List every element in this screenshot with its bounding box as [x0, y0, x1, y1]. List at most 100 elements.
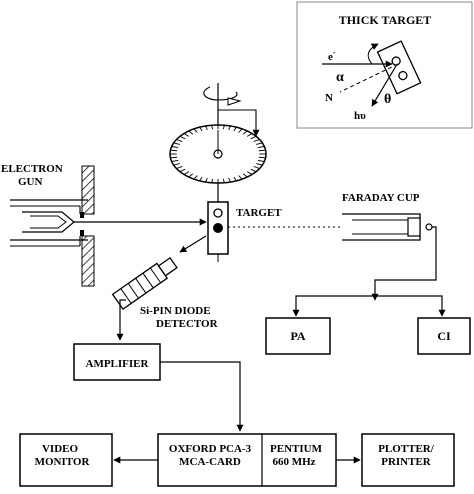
dial-tick — [233, 176, 237, 182]
dial-tick — [183, 133, 190, 137]
video-label-2: MONITOR — [35, 456, 91, 468]
dial-tick — [188, 173, 194, 178]
inset-alpha-label: α — [336, 70, 344, 85]
dial-tick — [222, 178, 225, 183]
dial-tick — [173, 163, 180, 166]
pentium-label-1: PENTIUM — [270, 443, 323, 455]
inset-photon-label: hυ — [354, 110, 366, 122]
dial-tick — [222, 125, 225, 130]
inset-alpha-arc — [367, 43, 379, 65]
pentium-label-2: 660 MHz — [272, 456, 315, 468]
detector-label-1: Si-PIN DIODE — [140, 305, 211, 317]
ci-label: CI — [437, 329, 451, 343]
dial-tick — [211, 125, 214, 130]
mca-label-2: MCA-CARD — [179, 456, 241, 468]
plotter-label-1: PLOTTER/ — [378, 443, 435, 455]
dial-tick — [176, 166, 183, 169]
dial-tick — [205, 125, 208, 131]
detector-fin — [127, 283, 139, 299]
dial-tick — [257, 146, 265, 148]
electron-gun-label-2: GUN — [18, 176, 43, 188]
detector-fin — [142, 272, 154, 289]
dial-tick — [256, 142, 263, 145]
inset-title: THICK TARGET — [339, 13, 432, 27]
gun-wall-top — [81, 165, 95, 215]
detector-label-2: DETECTOR — [156, 318, 219, 330]
gun-cathode-inner — [30, 215, 67, 229]
dial-tick — [257, 160, 265, 162]
dial-tick — [228, 177, 231, 183]
inset-theta-label: θ — [384, 92, 391, 107]
amplifier-box — [73, 343, 161, 381]
dial-tick — [183, 171, 190, 175]
xray-path — [179, 235, 207, 253]
video-monitor-box — [19, 433, 113, 487]
dial-tick — [258, 149, 266, 152]
electron-gun-label-1: ELECTRON — [1, 163, 63, 175]
video-label-1: VIDEO — [42, 443, 79, 455]
inset-normal-line — [339, 63, 399, 93]
dial-tick — [171, 146, 179, 148]
faraday-to-split — [371, 226, 437, 301]
dial-tick — [211, 178, 214, 183]
rotation-arrow — [203, 86, 238, 101]
mca-label-1: OXFORD PCA-3 — [169, 443, 252, 455]
target-hole-top — [213, 208, 223, 218]
detector-body — [111, 256, 178, 311]
dial-ticks — [170, 125, 266, 183]
dial-tick — [242, 130, 248, 135]
inset-normal-label: N — [325, 92, 333, 104]
dial-tick — [179, 168, 186, 173]
plotter-label-2: PRINTER — [381, 456, 432, 468]
gun-wall-bottom — [81, 235, 95, 287]
computer-box — [157, 433, 337, 487]
dial-tick — [171, 160, 179, 162]
dial-tick — [258, 156, 266, 159]
si-pin-detector: Si-PIN DIODE DETECTOR — [111, 235, 219, 341]
dial-tick — [253, 166, 260, 169]
dial-tick — [176, 139, 183, 142]
faraday-cup: FARADAY CUP — [228, 192, 446, 317]
goniometer — [169, 83, 267, 203]
dial-tick — [242, 173, 248, 178]
split-to-ci — [375, 295, 446, 317]
plotter-printer-box — [361, 433, 455, 487]
detector-fin — [120, 288, 132, 304]
detector-fin — [135, 278, 147, 294]
faraday-cup-end — [407, 217, 421, 237]
faraday-cup-connector — [425, 223, 433, 231]
dial-tick — [170, 149, 178, 152]
electron-gun: ELECTRON GUN — [1, 163, 207, 287]
dial-tick — [228, 125, 231, 131]
inset-electron-label: e- — [328, 48, 336, 63]
dial-tick — [246, 133, 253, 137]
thick-target-inset: THICK TARGET e- N α θ hυ — [296, 1, 473, 129]
detector-to-amplifier — [116, 299, 126, 341]
dial-tick — [173, 142, 180, 145]
split-to-pa — [292, 295, 375, 317]
amplifier-label: AMPLIFIER — [86, 358, 150, 370]
target-spot — [213, 223, 223, 233]
faraday-cup-label: FARADAY CUP — [342, 192, 420, 204]
dial-tick — [193, 175, 198, 180]
dial-tick — [199, 126, 203, 132]
dial-tick — [170, 156, 178, 159]
dial-tick — [238, 175, 243, 180]
dial-tick — [205, 177, 208, 183]
dial-tick — [179, 135, 186, 140]
dial-tick — [193, 128, 198, 133]
dial-tick — [246, 171, 253, 175]
amplifier-to-mca — [160, 361, 244, 432]
ci-box — [417, 317, 471, 355]
faraday-cup-inner — [352, 219, 413, 235]
dial-tick — [256, 163, 263, 166]
inset-border — [296, 1, 473, 129]
pa-box — [265, 317, 331, 355]
dial-tick — [238, 128, 243, 133]
dial-tick — [250, 135, 257, 140]
dial-tick — [250, 168, 257, 173]
target-holder: TARGET — [207, 201, 282, 262]
dial-tick — [199, 176, 203, 182]
